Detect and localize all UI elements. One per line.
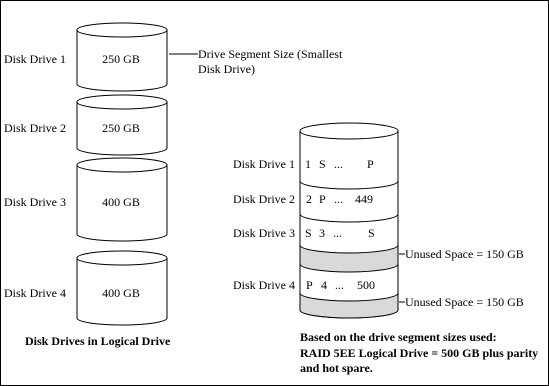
disk-1-cylinder bbox=[76, 30, 168, 92]
raid-row-4-cell-2: 4 bbox=[321, 278, 327, 292]
raid-row-1-cell-2: S bbox=[319, 157, 326, 171]
disk-2-cylinder bbox=[76, 102, 168, 156]
disk-4-label: Disk Drive 4 bbox=[4, 286, 66, 300]
raid-logical-drive: Disk Drive 1 Disk Drive 2 Disk Drive 3 D… bbox=[233, 122, 538, 375]
raid-row-1-label: Disk Drive 1 bbox=[233, 157, 295, 171]
left-caption: Disk Drives in Logical Drive bbox=[25, 334, 171, 348]
raid-row-3-label: Disk Drive 3 bbox=[233, 226, 295, 240]
unused-space-band-1 bbox=[299, 244, 399, 273]
raid-row-2-cell-4: 449 bbox=[355, 192, 373, 206]
disk-3-cylinder bbox=[76, 165, 168, 242]
row-separator-1 bbox=[299, 180, 399, 190]
disk-4-cylinder bbox=[76, 258, 168, 326]
raid-row-1-cell-4: P bbox=[367, 157, 374, 171]
disk-3-top bbox=[76, 157, 168, 173]
unused-space-band-2 bbox=[299, 292, 399, 319]
raid-row-3-cell-1: S bbox=[305, 226, 312, 240]
raid-row-4-cell-3: ... bbox=[335, 278, 344, 292]
disk-2-label: Disk Drive 2 bbox=[4, 121, 66, 135]
raid-row-2-label: Disk Drive 2 bbox=[233, 192, 295, 206]
right-caption-line1: Based on the drive segment sizes used: bbox=[300, 330, 497, 344]
logical-drive-cylinder bbox=[299, 131, 399, 319]
disk-4-capacity: 400 GB bbox=[102, 286, 140, 300]
disk-drive-3: Disk Drive 3 400 GB bbox=[4, 157, 168, 242]
raid-row-1-cell-1: 1 bbox=[305, 157, 311, 171]
raid-row-3-cell-3: ... bbox=[333, 226, 342, 240]
segment-size-note-line1: Drive Segment Size (Smallest bbox=[198, 47, 343, 61]
logical-drive-top bbox=[299, 122, 399, 140]
disk-1-capacity: 250 GB bbox=[102, 52, 140, 66]
right-caption-line3: and hot spare. bbox=[300, 361, 373, 375]
raid-row-2-cell-3: ... bbox=[334, 192, 343, 206]
disk-3-label: Disk Drive 3 bbox=[4, 195, 66, 209]
raid-row-2-cell-1: 2 bbox=[306, 192, 312, 206]
left-disk-drives: Disk Drive 1 250 GB Disk Drive 2 250 GB … bbox=[4, 22, 343, 348]
raid-row-4-cell-4: 500 bbox=[357, 278, 375, 292]
disk-drive-1: Disk Drive 1 250 GB bbox=[4, 22, 168, 92]
disk-drive-2: Disk Drive 2 250 GB bbox=[4, 94, 168, 156]
raid-row-4-label: Disk Drive 4 bbox=[233, 278, 295, 292]
disk-2-capacity: 250 GB bbox=[102, 121, 140, 135]
right-caption-line2: RAID 5EE Logical Drive = 500 GB plus par… bbox=[300, 346, 538, 360]
disk-2-top bbox=[76, 94, 168, 110]
raid-row-1-cell-3: ... bbox=[334, 157, 343, 171]
disk-drive-4: Disk Drive 4 400 GB bbox=[4, 250, 168, 326]
raid-row-3-cell-2: 3 bbox=[319, 226, 325, 240]
raid-row-3-cell-4: S bbox=[368, 226, 375, 240]
raid-row-4-cell-1: P bbox=[306, 278, 313, 292]
row-separator-2 bbox=[299, 213, 399, 223]
unused-space-label-2: Unused Space = 150 GB bbox=[405, 295, 524, 309]
disk-1-top bbox=[76, 22, 168, 38]
disk-4-top bbox=[76, 250, 168, 266]
raid-row-2-cell-2: P bbox=[319, 192, 326, 206]
unused-space-label-1: Unused Space = 150 GB bbox=[405, 247, 524, 261]
disk-1-label: Disk Drive 1 bbox=[4, 52, 66, 66]
segment-size-note-line2: Disk Drive) bbox=[198, 62, 255, 76]
disk-3-capacity: 400 GB bbox=[102, 195, 140, 209]
